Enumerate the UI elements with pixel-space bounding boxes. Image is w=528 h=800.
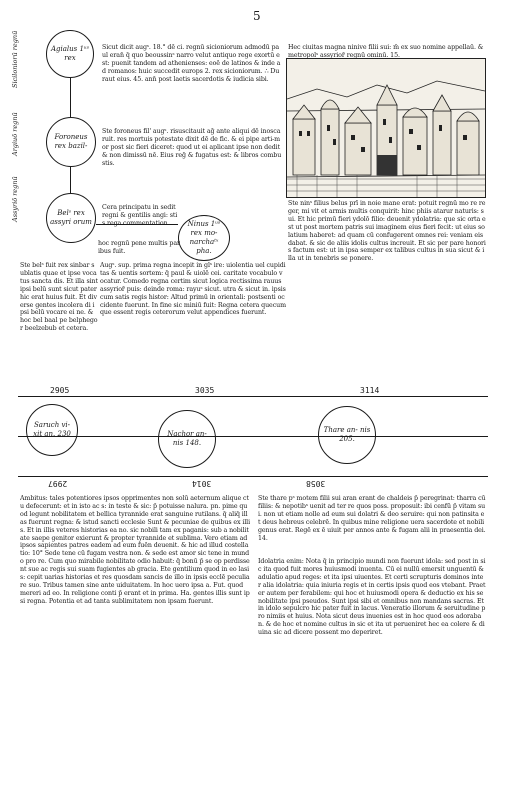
ninive-city-woodcut [286,58,486,198]
text-principatu: Cera principatu in sedit regni & gentili… [102,204,178,227]
circle-ninus: Ninus 1ᵘˢ rex mo- narchaᵗˣ pha. [178,215,230,261]
text-idolatria: Idolatria enim: Nota q̄ in principio mun… [258,558,486,637]
circle-belus: Belˢ rex assyri orum [46,193,96,243]
year-bottom-3: 3058 [306,479,326,488]
text-belus: Ste belˢ fuit rex sinbar sublatis quae e… [20,262,98,333]
circle-thare: Thare an- nis 205. [318,406,376,464]
year-top-2: 3035 [195,386,215,395]
timeline-middle-rule [18,436,488,437]
connector-line [70,78,71,117]
connector-line [70,167,71,193]
year-bottom-2: 3014 [192,479,212,488]
timeline-top-rule [18,396,488,397]
woodcut-caption: Hec ciuitas magna ninive filii sui: m̄ e… [288,44,484,58]
text-ninus-idolatria: Ste ninˢ filius belus prī in noie mane … [288,200,486,263]
text-thare: Ste thare pˢ motem filii sui aran erant … [258,495,486,542]
connector-line [96,224,178,225]
timeline-bottom-rule [18,476,488,477]
side-label-argiuorum: Argiuō regnū [11,112,19,156]
side-label-assyriorum: Assyriō regnū [11,176,19,222]
text-ambitus: Ambitus: tales potentiores ipsos opprime… [20,495,250,605]
text-sicioniorum: Sicut dicit augˢ. 18.° dē ci. regnū sic… [102,44,281,83]
year-bottom-1: 2997 [48,479,68,488]
page-number: 5 [253,9,261,23]
text-regnum-pacatum: hoc regnū pene multis paribus fuit. [98,240,180,255]
text-foroneus: Ste foroneus fil' augˢ. risuscitauit aḡ… [102,128,282,167]
text-ninus-regna: Augˢ. sup. prima regna incepit in glˢ ir… [100,262,286,317]
year-top-1: 2905 [50,386,70,395]
circle-saruch: Saruch vi- xit an. 230 [26,404,78,456]
circle-nachor: Nachor an- nis 148. [158,410,216,468]
year-top-3: 3114 [360,386,380,395]
side-label-sicioniorum: Siciloniorū regnū [11,30,19,88]
circle-foroneus: Foroneus rex bazil- [46,117,96,167]
circle-agialus: Agialus 1ᵘˢ rex [46,30,94,78]
